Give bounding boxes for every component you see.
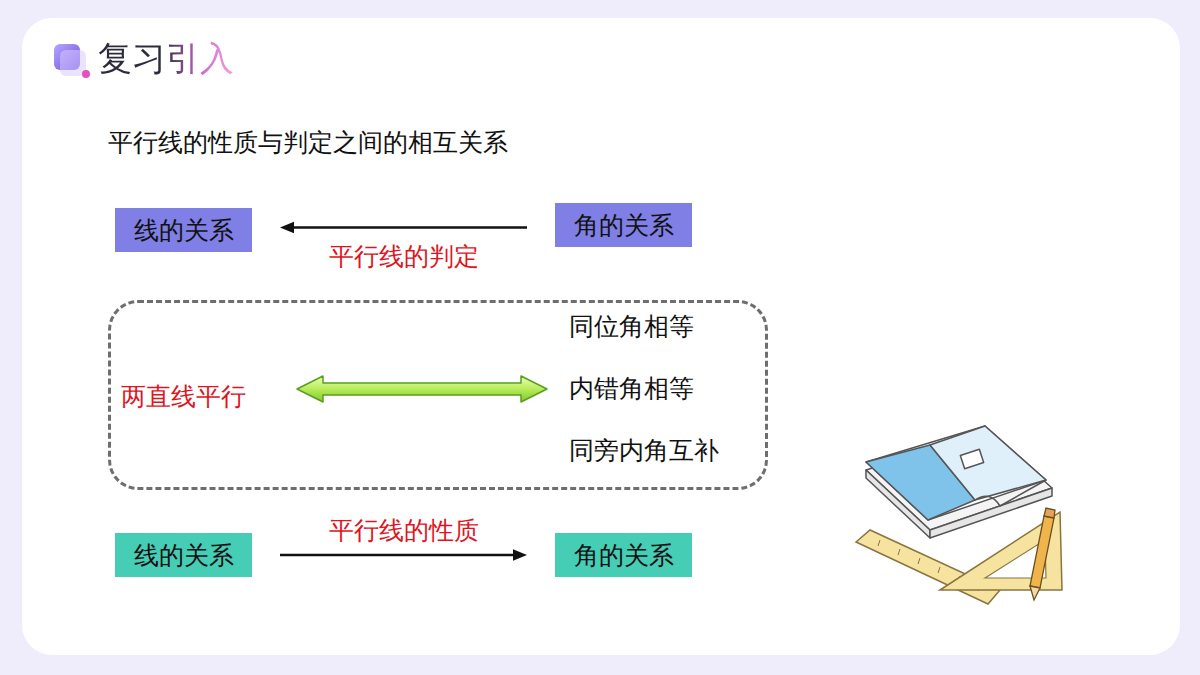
node-text: 线的关系 — [134, 539, 234, 572]
double-arrow — [297, 376, 547, 402]
triangle-ruler-drawing — [940, 512, 1062, 590]
node-text: 线的关系 — [134, 214, 234, 247]
slide-title: 复习引入 — [98, 36, 234, 82]
heading-text: 平行线的性质与判定之间的相互关系 — [108, 126, 508, 159]
angle-relation-box: 角的关系 — [555, 203, 692, 247]
line-relation-box: 线的关系 — [115, 208, 252, 252]
arrow-head — [513, 549, 527, 560]
book-drawing — [866, 426, 1052, 538]
angle-relation-box: 角的关系 — [555, 533, 692, 577]
node-text: 角的关系 — [574, 539, 674, 572]
title-icon-dot — [82, 70, 90, 78]
pencil-drawing — [1030, 508, 1055, 600]
angle-conditions-node: 同位角相等内错角相等同旁内角互补 — [569, 311, 773, 467]
parallel-text-node: 两直线平行 — [121, 379, 275, 415]
node-text: 同位角相等 — [569, 311, 773, 343]
arrow-head — [280, 222, 294, 233]
connector — [280, 549, 527, 560]
connector — [280, 222, 527, 233]
connector-line — [292, 226, 527, 229]
node-text: 角的关系 — [574, 209, 674, 242]
connector-line — [280, 554, 515, 557]
edge-label: 平行线的性质 — [325, 514, 483, 547]
node-text: 内错角相等 — [569, 373, 773, 405]
connector — [297, 376, 547, 402]
title-icon-shadow — [60, 50, 86, 76]
line-relation-box: 线的关系 — [115, 533, 252, 577]
node-text: 同旁内角互补 — [569, 435, 773, 467]
dashed-group: 两直线平行同位角相等内错角相等同旁内角互补 — [108, 300, 768, 490]
edge-label: 平行线的判定 — [325, 240, 483, 273]
node-text: 两直线平行 — [121, 379, 275, 415]
